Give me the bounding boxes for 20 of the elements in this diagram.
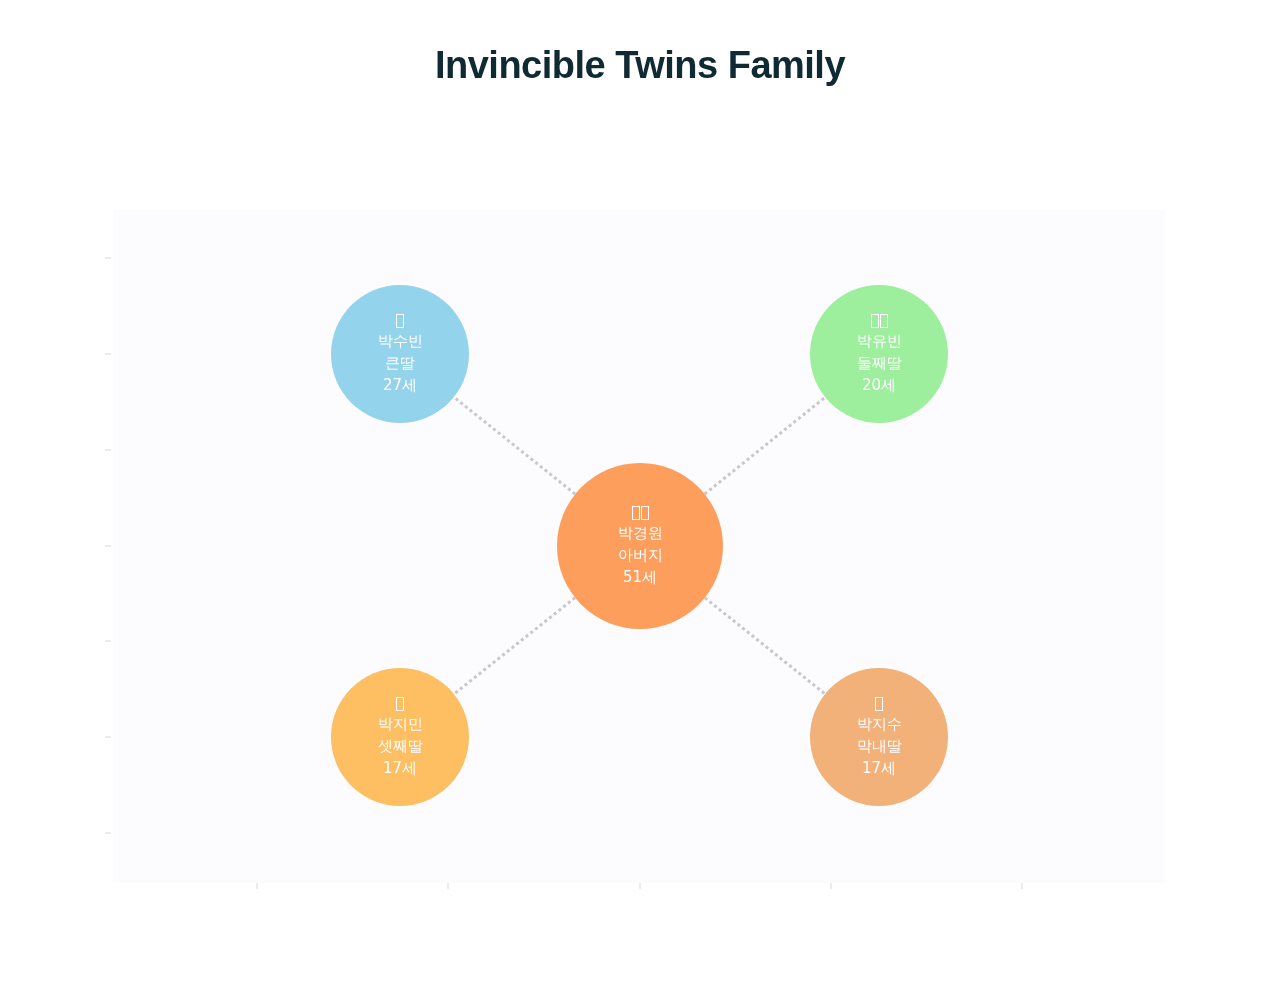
name-text: 박경원 [617, 523, 663, 544]
name-text: 박지민 [377, 714, 423, 735]
name-text: 박수빈 [377, 331, 423, 352]
role-text: 큰딸 [385, 353, 415, 374]
age-text: 27세 [382, 375, 418, 396]
name-text: 박유빈 [856, 331, 902, 352]
connector-line [452, 395, 577, 496]
role-text: 아버지 [617, 545, 663, 566]
age-text: 17세 [382, 758, 418, 779]
diagram-title: Invincible Twins Family [433, 44, 847, 87]
name-text: 박지수 [856, 714, 902, 735]
role-text: 막내딸 [856, 736, 902, 757]
connector-line [703, 396, 827, 496]
role-text: 둘째딸 [856, 353, 902, 374]
age-text: 51세 [622, 567, 658, 588]
connector-line [703, 596, 827, 696]
age-text: 17세 [861, 758, 897, 779]
connector-line [453, 596, 576, 696]
age-text: 20세 [861, 375, 897, 396]
role-text: 셋째딸 [377, 736, 423, 757]
